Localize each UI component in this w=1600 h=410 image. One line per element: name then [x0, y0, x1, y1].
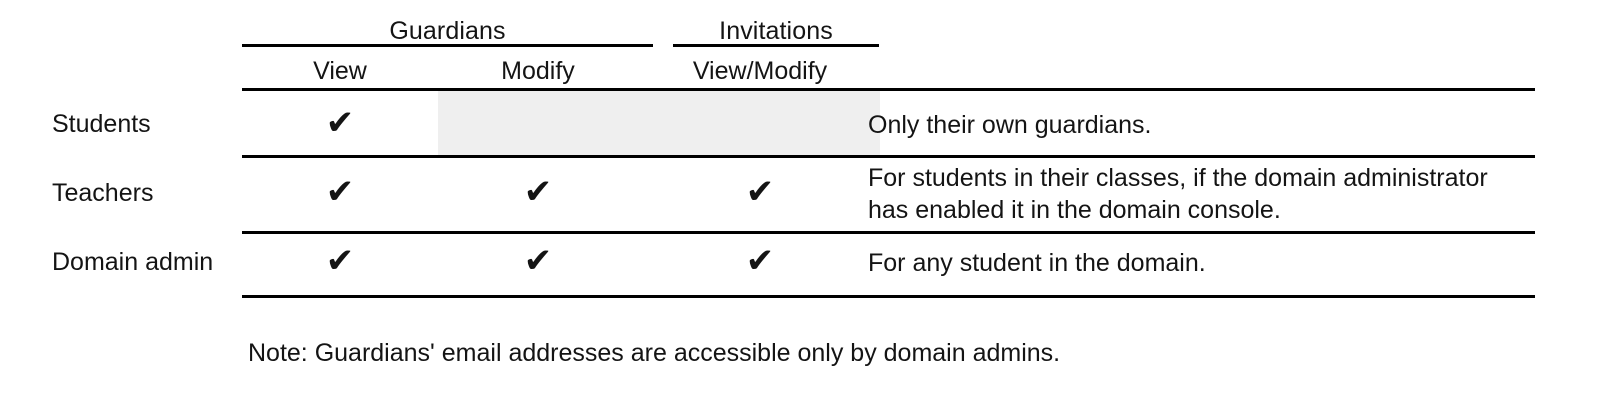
- column-header-invitations-view-modify: View/Modify: [692, 57, 828, 85]
- group-rule-guardians: [242, 44, 653, 47]
- column-group-invitations: Invitations: [719, 17, 833, 45]
- table-rule-header: [242, 88, 1535, 91]
- group-rule-invitations: [673, 44, 879, 47]
- checkmark-icon-teachers-guardians-modify: ✔: [523, 172, 553, 212]
- disabled-cell-students-guardians-modify: [438, 91, 880, 155]
- checkmark-icon-domain-admin-guardians-modify: ✔: [523, 241, 553, 281]
- checkmark-icon-teachers-guardians-view: ✔: [325, 172, 355, 212]
- row-description-domain-admin: For any student in the domain.: [868, 249, 1206, 277]
- row-label-teachers: Teachers: [52, 179, 154, 207]
- checkmark-icon-students-guardians-view: ✔: [325, 103, 355, 143]
- column-header-guardians-view: View: [313, 57, 367, 85]
- column-header-guardians-modify: Modify: [501, 57, 575, 85]
- row-label-domain-admin: Domain admin: [52, 248, 214, 276]
- row-description-students: Only their own guardians.: [868, 111, 1152, 139]
- row-description-teachers: For students in their classes, if the do…: [868, 164, 1488, 224]
- checkmark-icon-domain-admin-invitations-view-modify: ✔: [745, 241, 775, 281]
- table-footnote: Note: Guardians' email addresses are acc…: [248, 339, 1061, 367]
- column-group-guardians: Guardians: [389, 17, 506, 45]
- row-label-students: Students: [52, 110, 151, 138]
- checkmark-icon-domain-admin-guardians-view: ✔: [325, 241, 355, 281]
- table-rule-after-teachers: [242, 231, 1535, 234]
- checkmark-icon-teachers-invitations-view-modify: ✔: [745, 172, 775, 212]
- table-rule-bottom: [242, 295, 1535, 298]
- table-rule-after-students: [242, 155, 1535, 158]
